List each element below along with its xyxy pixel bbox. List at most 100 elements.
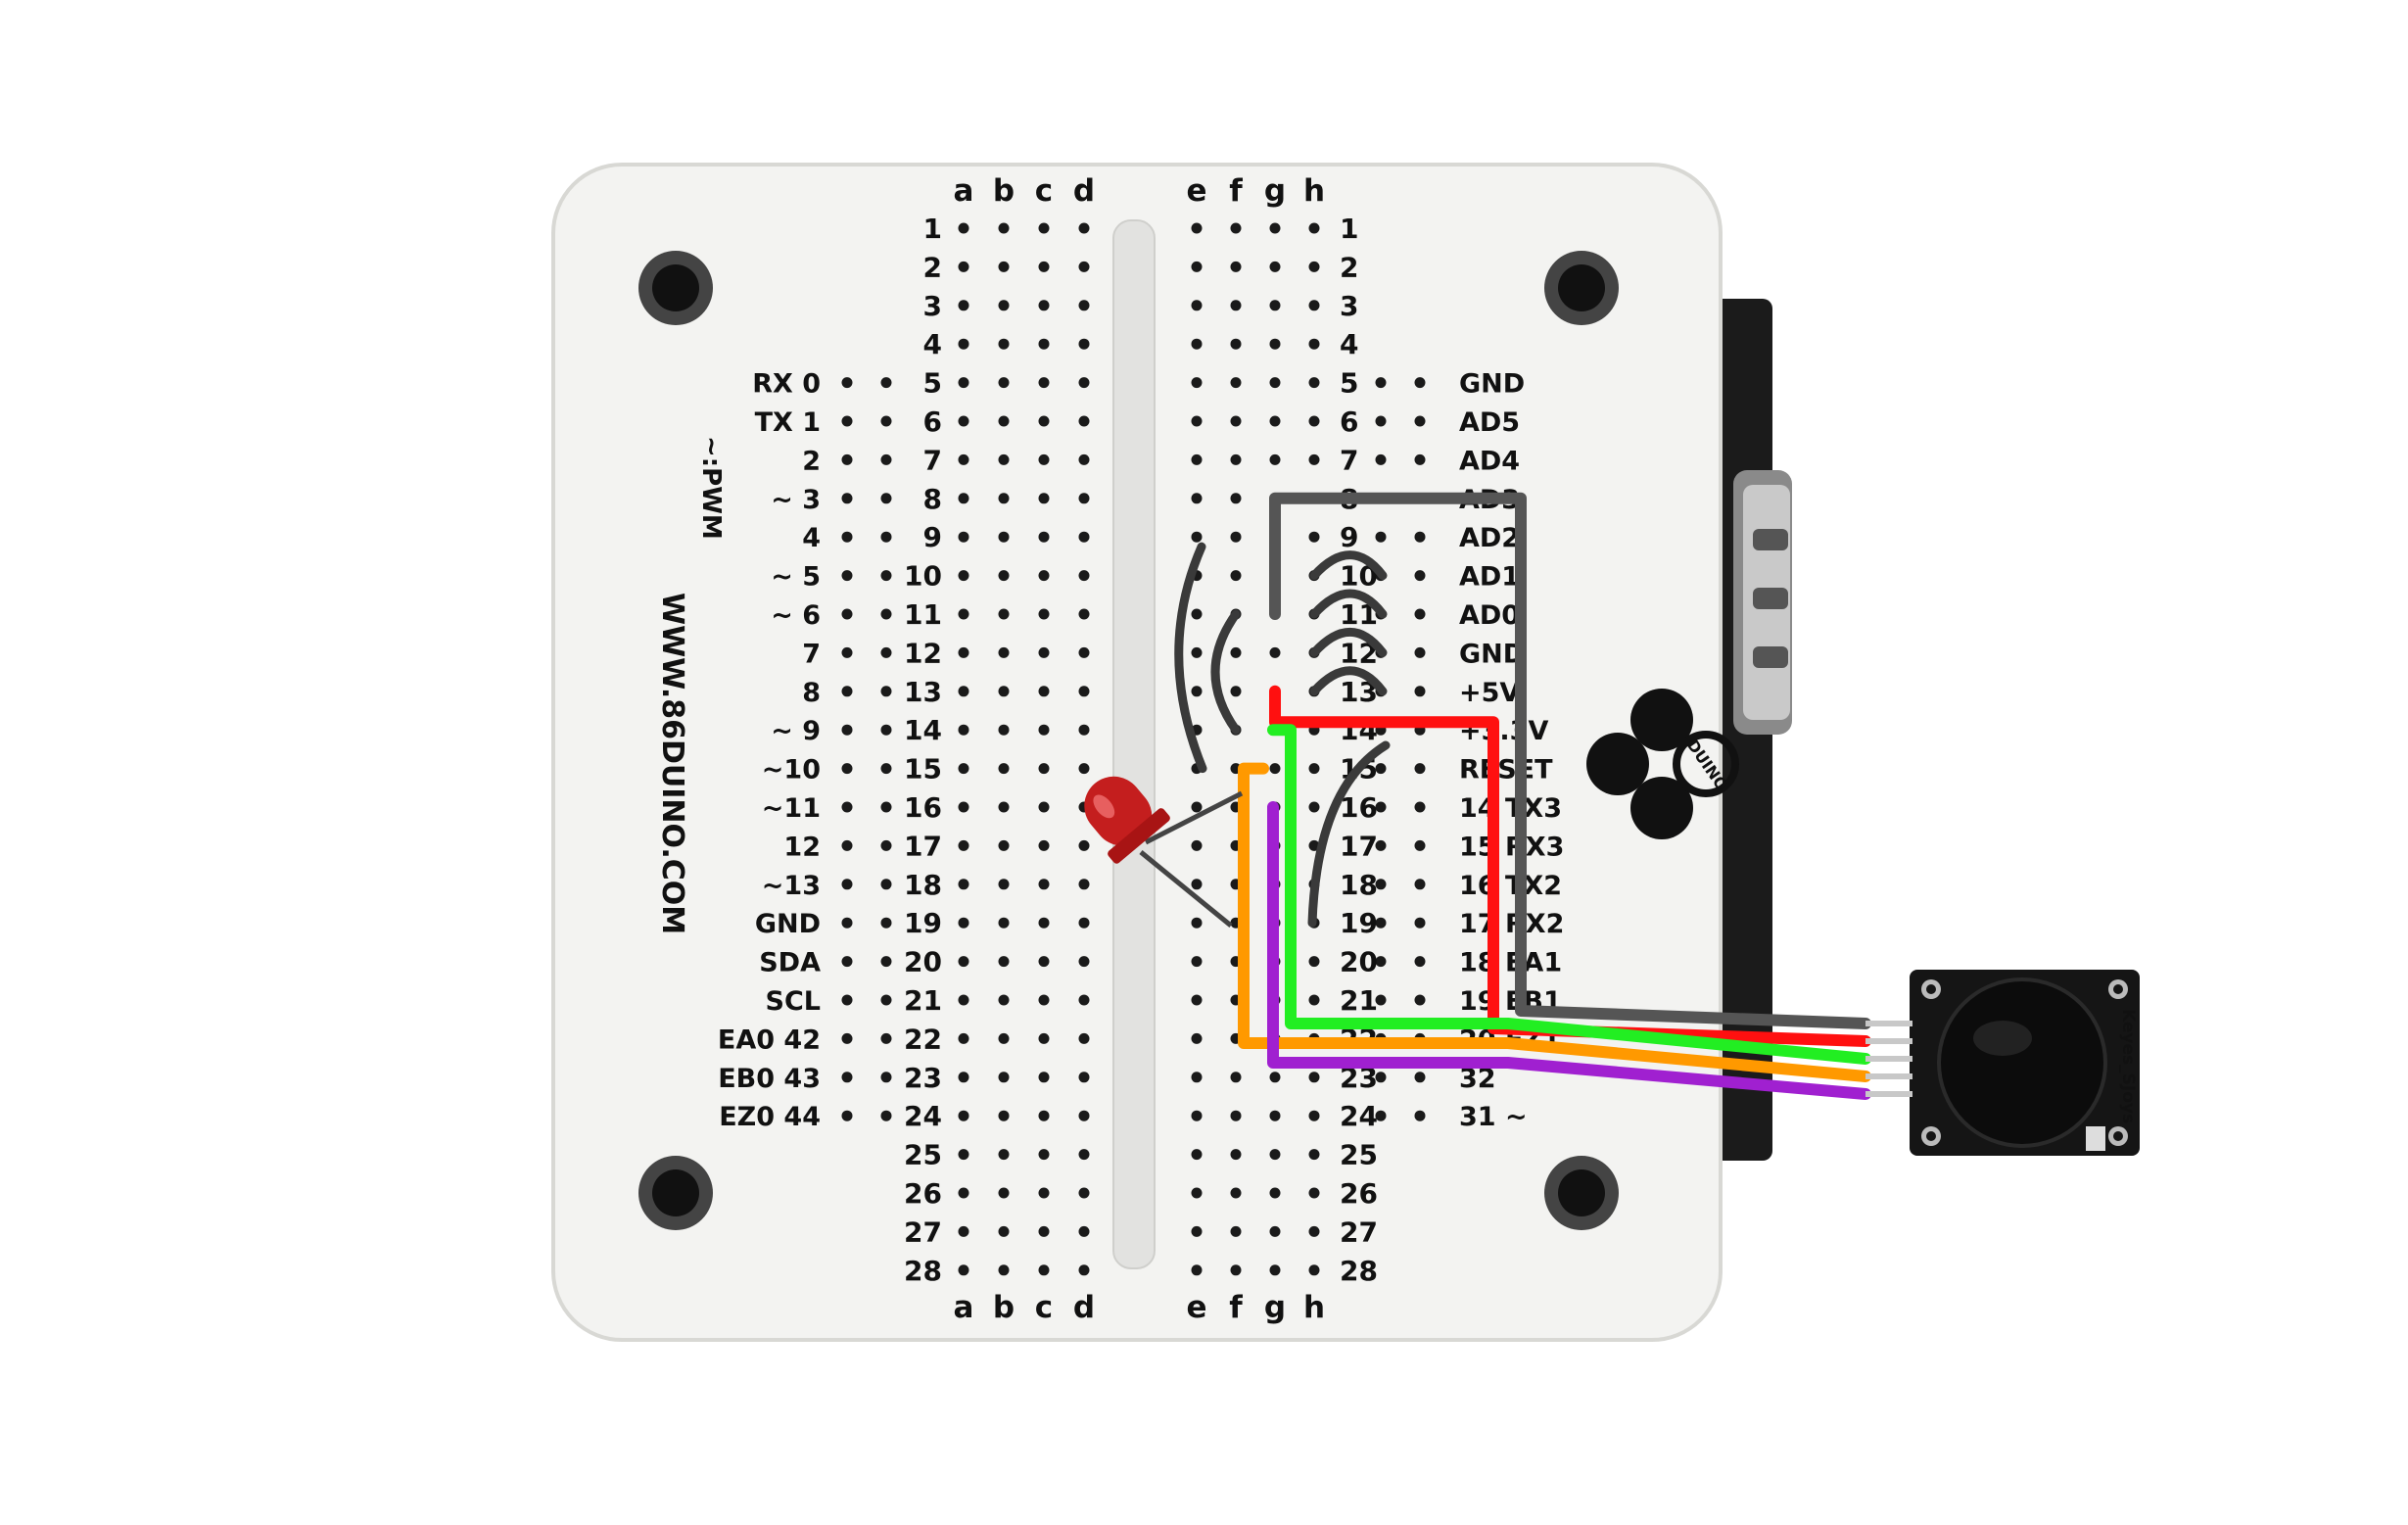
hole bbox=[1375, 994, 1387, 1006]
hole bbox=[1308, 453, 1320, 465]
hole bbox=[1078, 1149, 1090, 1161]
green-wire bbox=[1267, 724, 1871, 1065]
hole bbox=[1191, 493, 1203, 504]
right-pin-label: AD4 bbox=[1459, 446, 1520, 476]
hole bbox=[1078, 956, 1090, 968]
hole bbox=[958, 493, 969, 504]
hole bbox=[1230, 1225, 1242, 1237]
hole bbox=[1038, 839, 1050, 851]
hole bbox=[1308, 956, 1320, 968]
row-number-left: 22 bbox=[904, 1023, 942, 1055]
left-pin-label: EA0 42 bbox=[718, 1025, 821, 1055]
hole bbox=[841, 686, 853, 697]
hole bbox=[1308, 1264, 1320, 1276]
hole bbox=[998, 608, 1010, 620]
hole bbox=[998, 300, 1010, 311]
row-number-left: 25 bbox=[904, 1139, 942, 1171]
hole bbox=[1191, 839, 1203, 851]
hole bbox=[958, 300, 969, 311]
left-pin-label: SCL bbox=[766, 986, 821, 1017]
hole bbox=[880, 1032, 892, 1044]
row-number-left: 9 bbox=[923, 521, 942, 553]
jumper-arc bbox=[1210, 609, 1241, 735]
hole bbox=[1191, 1264, 1203, 1276]
left-pin-label: 12 bbox=[783, 832, 821, 862]
column-letter: h bbox=[1303, 1290, 1325, 1325]
hole bbox=[998, 493, 1010, 504]
hole bbox=[1269, 453, 1281, 465]
hole bbox=[1191, 377, 1203, 389]
hole bbox=[1191, 1072, 1203, 1083]
hole bbox=[1078, 261, 1090, 272]
column-letter: e bbox=[1186, 1290, 1206, 1325]
jumper-arc bbox=[1309, 627, 1388, 657]
row-number-left: 24 bbox=[904, 1100, 942, 1132]
hole bbox=[958, 801, 969, 813]
hole bbox=[1230, 222, 1242, 234]
hole bbox=[1078, 1072, 1090, 1083]
hole bbox=[841, 839, 853, 851]
row-number-left: 26 bbox=[904, 1177, 942, 1210]
hole bbox=[1414, 570, 1426, 582]
right-pin-label: AD2 bbox=[1459, 523, 1520, 553]
hole bbox=[1038, 570, 1050, 582]
hole bbox=[1414, 453, 1426, 465]
hole bbox=[1269, 300, 1281, 311]
hole bbox=[958, 839, 969, 851]
joystick-module: Keyes_SJoys bbox=[1865, 970, 2140, 1156]
hole bbox=[841, 646, 853, 658]
row-number-left: 21 bbox=[904, 984, 942, 1017]
row-number-left: 20 bbox=[904, 946, 942, 978]
hole bbox=[880, 994, 892, 1006]
hole bbox=[1038, 1225, 1050, 1237]
mounting-holes bbox=[638, 251, 1619, 1230]
row-number-left: 11 bbox=[904, 598, 942, 631]
hole bbox=[841, 493, 853, 504]
hole bbox=[1414, 917, 1426, 929]
hole bbox=[1308, 338, 1320, 350]
hole bbox=[1308, 994, 1320, 1006]
hole bbox=[1375, 1110, 1387, 1121]
joystick-pins bbox=[1865, 1021, 1912, 1097]
hole bbox=[1191, 646, 1203, 658]
hole bbox=[998, 686, 1010, 697]
hole bbox=[1308, 1110, 1320, 1121]
hole bbox=[1269, 1072, 1281, 1083]
hole bbox=[998, 763, 1010, 775]
long-wires bbox=[1238, 492, 1871, 1100]
hole bbox=[1230, 493, 1242, 504]
hole bbox=[880, 839, 892, 851]
row-number-right: 20 bbox=[1340, 946, 1378, 978]
hole bbox=[1414, 531, 1426, 543]
row-number-left: 2 bbox=[923, 251, 942, 283]
hole bbox=[1414, 763, 1426, 775]
row-number-left: 1 bbox=[923, 213, 942, 245]
hole bbox=[880, 801, 892, 813]
hole bbox=[1230, 377, 1242, 389]
row-number-right: 25 bbox=[1340, 1139, 1378, 1171]
hole bbox=[1230, 1149, 1242, 1161]
hole bbox=[841, 531, 853, 543]
hole bbox=[1038, 493, 1050, 504]
hole bbox=[998, 839, 1010, 851]
hole bbox=[1375, 917, 1387, 929]
left-pin-label: SDA bbox=[759, 948, 821, 978]
jumper-arc bbox=[1309, 589, 1388, 619]
left-pin-label: ~10 bbox=[762, 755, 821, 786]
hole bbox=[880, 531, 892, 543]
hole bbox=[1038, 994, 1050, 1006]
hole bbox=[1375, 956, 1387, 968]
hole bbox=[998, 1264, 1010, 1276]
hole bbox=[1308, 763, 1320, 775]
gray-wire bbox=[1269, 492, 1871, 1029]
hole bbox=[998, 222, 1010, 234]
hole bbox=[998, 646, 1010, 658]
hole bbox=[841, 879, 853, 890]
hole bbox=[958, 1149, 969, 1161]
hole bbox=[998, 1032, 1010, 1044]
hole bbox=[1191, 994, 1203, 1006]
hole bbox=[998, 724, 1010, 736]
hole bbox=[1414, 686, 1426, 697]
hole bbox=[998, 1110, 1010, 1121]
